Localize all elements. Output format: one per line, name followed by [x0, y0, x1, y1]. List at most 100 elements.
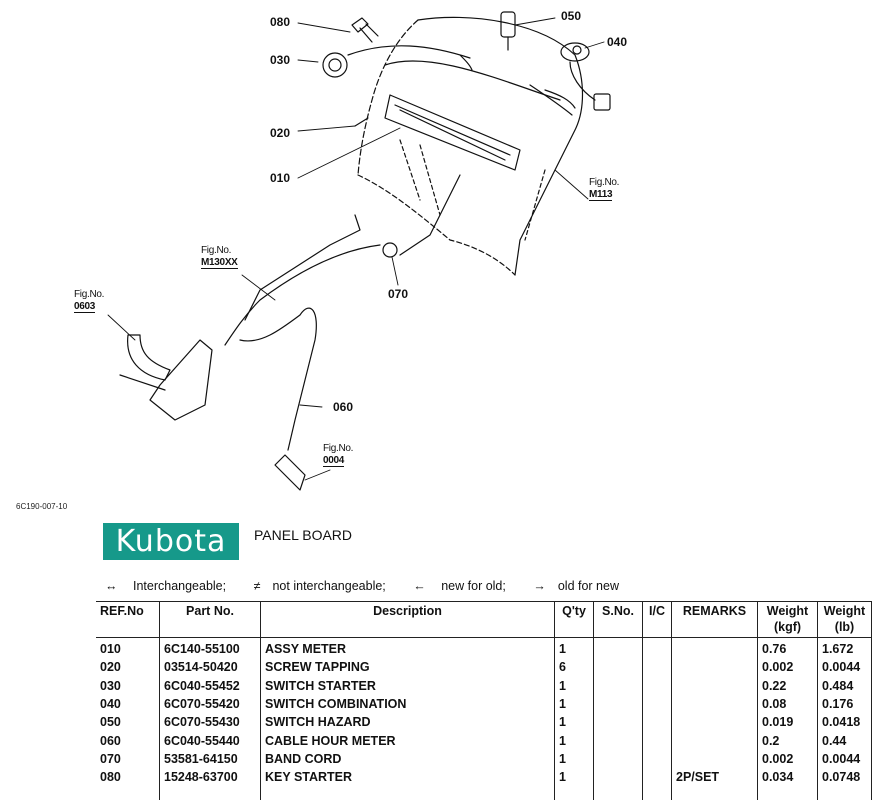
cell-weight-lb: 0.0044 [817, 749, 872, 769]
cell-weight-kgf: 0.22 [757, 676, 818, 695]
cell-weight-kgf: 0.76 [757, 637, 818, 659]
cell-ref: 070 [96, 749, 160, 769]
callout-020: 020 [270, 126, 291, 140]
cell-remarks [671, 637, 758, 659]
cell-remarks [671, 749, 758, 769]
leader-lines [107, 17, 605, 481]
kubota-logo: Kubota [103, 523, 239, 560]
header-weight-kgf: Weight(kgf) [757, 601, 818, 638]
table-row[interactable]: 020 03514-50420 SCREW TAPPING 6 0.002 0.… [96, 658, 872, 677]
table-row[interactable]: 050 6C070-55430 SWITCH HAZARD 1 0.019 0.… [96, 713, 872, 732]
cell-ic [642, 731, 672, 750]
cell-weight-lb: 0.176 [817, 694, 872, 714]
table-row[interactable]: 040 6C070-55420 SWITCH COMBINATION 1 0.0… [96, 694, 872, 714]
header-quantity: Q'ty [554, 601, 594, 638]
table-row[interactable]: 080 15248-63700 KEY STARTER 1 2P/SET 0.0… [96, 768, 872, 787]
not-equal-icon: ≠ [253, 579, 261, 593]
cell-remarks [671, 658, 758, 677]
table-row[interactable]: 030 6C040-55452 SWITCH STARTER 1 0.22 0.… [96, 676, 872, 695]
cell-ic [642, 658, 672, 677]
parts-table: REF.No Part No. Description Q'ty S.No. I… [96, 601, 872, 801]
cell-part-no[interactable]: 6C070-55430 [159, 713, 261, 732]
exploded-parts-diagram [107, 11, 611, 491]
cell-remarks [671, 676, 758, 695]
right-arrow-icon: → [533, 579, 546, 593]
cell-ref: 030 [96, 676, 160, 695]
figure-ref-number: M130XX [201, 257, 238, 269]
header-remarks: REMARKS [671, 601, 758, 638]
cell-weight-kgf: 0.002 [757, 749, 818, 769]
header-weight-lb: Weight(lb) [817, 601, 872, 638]
cell-weight-lb: 0.0418 [817, 713, 872, 732]
cell-weight-kgf: 0.2 [757, 731, 818, 750]
combination-switch-drawing [560, 42, 611, 111]
figure-ref-number: M113 [589, 189, 613, 201]
cell-part-no[interactable]: 6C140-55100 [159, 637, 261, 659]
cell-part-no[interactable]: 53581-64150 [159, 749, 261, 769]
figure-ref-prefix: Fig.No. [74, 289, 105, 300]
cell-weight-lb: 0.484 [817, 676, 872, 695]
cell-ic [642, 637, 672, 659]
left-arrow-icon: ← [413, 579, 426, 593]
table-row[interactable]: 010 6C140-55100 ASSY METER 1 0.76 1.672 [96, 637, 872, 659]
cell-sno [593, 713, 643, 732]
figure-ref-prefix: Fig.No. [323, 443, 354, 454]
cell-weight-lb: 1.672 [817, 637, 872, 659]
cell-description: SWITCH HAZARD [260, 713, 555, 732]
key-starter-drawing [322, 17, 471, 78]
hazard-switch-drawing [500, 11, 516, 51]
cell-sno [593, 694, 643, 714]
cell-ref: 040 [96, 694, 160, 714]
figure-ref-m113[interactable]: Fig.No. M113 [589, 177, 619, 201]
cell-qty: 1 [554, 749, 594, 769]
page-title: PANEL BOARD [254, 527, 353, 543]
header-ic: I/C [642, 601, 672, 638]
cell-remarks [671, 713, 758, 732]
cell-description: KEY STARTER [260, 768, 555, 787]
cell-part-no[interactable]: 6C040-55440 [159, 731, 261, 750]
cell-part-no[interactable]: 6C040-55452 [159, 676, 261, 695]
cell-qty: 1 [554, 713, 594, 732]
cell-description: ASSY METER [260, 637, 555, 659]
cell-sno [593, 731, 643, 750]
legend-item-new-for-old: ← new for old; [413, 579, 506, 593]
cell-sno [593, 749, 643, 769]
cell-qty: 1 [554, 637, 594, 659]
bracket-drawing [119, 334, 213, 421]
cell-part-no[interactable]: 15248-63700 [159, 768, 261, 787]
cell-weight-lb: 0.0044 [817, 658, 872, 677]
table-row[interactable]: 070 53581-64150 BAND CORD 1 0.002 0.0044 [96, 749, 872, 769]
cell-qty: 6 [554, 658, 594, 677]
cell-weight-kgf: 0.019 [757, 713, 818, 732]
callout-060: 060 [333, 400, 354, 414]
cell-description: BAND CORD [260, 749, 555, 769]
figure-ref-0603[interactable]: Fig.No. 0603 [74, 289, 104, 313]
header-description: Description [260, 601, 555, 638]
cell-weight-kgf: 0.002 [757, 658, 818, 677]
table-header-row: REF.No Part No. Description Q'ty S.No. I… [96, 601, 872, 638]
cell-part-no[interactable]: 03514-50420 [159, 658, 261, 677]
cell-part-no[interactable]: 6C070-55420 [159, 694, 261, 714]
callout-080: 080 [270, 15, 291, 29]
cell-remarks: 2P/SET [671, 768, 758, 787]
cell-sno [593, 658, 643, 677]
cell-ic [642, 713, 672, 732]
interchangeability-legend: ↔ Interchangeable; ≠not interchangeable;… [105, 579, 643, 593]
table-spacer-row [96, 786, 872, 801]
cell-description: SCREW TAPPING [260, 658, 555, 677]
callout-040: 040 [607, 35, 628, 49]
screw-drawing [354, 117, 369, 127]
cell-ic [642, 694, 672, 714]
legend-item-not-interchangeable: ≠not interchangeable; [253, 579, 386, 593]
cell-ic [642, 768, 672, 787]
table-row[interactable]: 060 6C040-55440 CABLE HOUR METER 1 0.2 0… [96, 731, 872, 750]
figure-ref-m130xx[interactable]: Fig.No. M130XX [201, 245, 238, 269]
figure-ref-prefix: Fig.No. [589, 177, 620, 188]
figure-ref-0004[interactable]: Fig.No. 0004 [323, 443, 353, 467]
cell-sno [593, 768, 643, 787]
legend-item-interchangeable: ↔ Interchangeable; [105, 579, 227, 593]
cell-description: SWITCH STARTER [260, 676, 555, 695]
cell-qty: 1 [554, 731, 594, 750]
cell-ref: 060 [96, 731, 160, 750]
cell-sno [593, 676, 643, 695]
